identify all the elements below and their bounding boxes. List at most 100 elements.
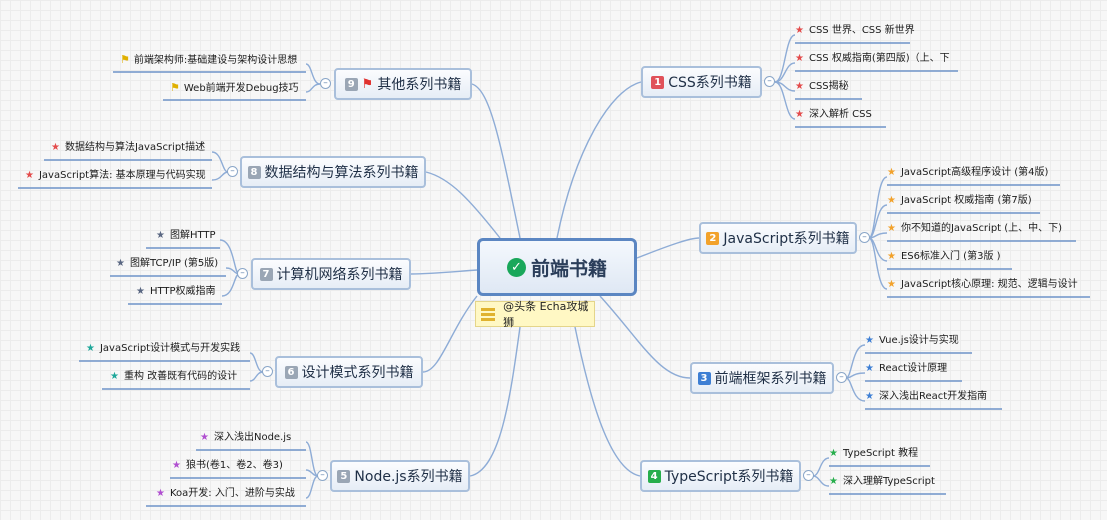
blue-star-icon: ★ [865, 363, 874, 374]
leaf-label: 你不知道的JavaScript (上、中、下) [900, 223, 1063, 234]
branch-network-books[interactable]: 7 计算机网络系列书籍 [251, 258, 411, 290]
leaf-network-2[interactable]: ★ 图解TCP/IP (第5版) [116, 256, 218, 272]
leaf-framework-3[interactable]: ★深入浅出React开发指南 [865, 389, 987, 405]
leaf-javascript-1[interactable]: ★ JavaScript高级程序设计 (第4版) [887, 165, 1048, 181]
orange-star-icon: ★ [887, 167, 896, 178]
leaf-label: 数据结构与算法JavaScript描述 [64, 142, 206, 153]
leaf-label: Koa开发: 入门、进阶与实战 [169, 488, 295, 499]
red-star-icon: ★ [795, 25, 804, 36]
leaf-javascript-5[interactable]: ★ JavaScript核心原理: 规范、逻辑与设计 [887, 277, 1078, 293]
leaf-label: 重构 改善既有代码的设计 [123, 371, 238, 382]
leaf-label: 深入解析 CSS [808, 109, 872, 120]
teal-star-icon: ★ [110, 371, 119, 382]
slate-star-icon: ★ [116, 258, 125, 269]
leaf-label: Vue.js设计与实现 [878, 335, 959, 346]
leaf-label: TypeScript 教程 [842, 448, 919, 459]
leaf-label: JavaScript算法: 基本原理与代码实现 [38, 170, 206, 181]
leaf-label: 前端架构师:基础建设与架构设计思想 [133, 55, 298, 66]
priority-7-icon: 7 [259, 267, 273, 281]
leaf-javascript-4[interactable]: ★ ES6标准入门 (第3版 ) [887, 249, 1001, 265]
leaf-label: CSS 权威指南(第四版)（上、下 [808, 53, 950, 64]
leaf-framework-1[interactable]: ★Vue.js设计与实现 [865, 333, 959, 349]
leaf-label: JavaScript核心原理: 规范、逻辑与设计 [900, 279, 1078, 290]
red-flag-icon: ⚑ [361, 76, 374, 92]
leaf-design-pattern-2[interactable]: ★ 重构 改善既有代码的设计 [110, 369, 237, 385]
leaf-design-pattern-1[interactable]: ★JavaScript设计模式与开发实践 [86, 341, 240, 357]
orange-star-icon: ★ [887, 251, 896, 262]
leaf-algorithm-1[interactable]: ★ 数据结构与算法JavaScript描述 [51, 140, 205, 156]
red-star-icon: ★ [795, 109, 804, 120]
leaf-css-1[interactable]: ★CSS 世界、CSS 新世界 [795, 23, 915, 39]
check-circle-icon: ✓ [506, 257, 526, 277]
collapse-toggle-typescript[interactable]: – [803, 470, 814, 481]
central-topic[interactable]: ✓ 前端书籍 [477, 238, 637, 296]
priority-9-icon: 9 [344, 77, 358, 91]
slate-star-icon: ★ [156, 230, 165, 241]
collapse-toggle-network[interactable]: – [237, 268, 248, 279]
orange-star-icon: ★ [887, 223, 896, 234]
branch-typescript-books[interactable]: 4 TypeScript系列书籍 [640, 460, 801, 492]
leaf-label: 深入理解TypeScript [842, 476, 935, 487]
leaf-network-1[interactable]: ★ 图解HTTP [156, 228, 216, 244]
leaf-label: JavaScript 权威指南 (第7版) [900, 195, 1032, 206]
collapse-toggle-framework[interactable]: – [836, 372, 847, 383]
branch-nodejs-books[interactable]: 5 Node.js系列书籍 [330, 460, 470, 492]
collapse-toggle-design-pattern[interactable]: – [262, 366, 273, 377]
slate-star-icon: ★ [136, 286, 145, 297]
leaf-nodejs-2[interactable]: ★ 狼书(卷1、卷2、卷3) [172, 458, 283, 474]
branch-other-books[interactable]: 9 ⚑ 其他系列书籍 [334, 68, 472, 100]
central-topic-label: 前端书籍 [530, 257, 607, 280]
priority-8-icon: 8 [247, 165, 261, 179]
collapse-toggle-nodejs[interactable]: – [317, 470, 328, 481]
leaf-label: 狼书(卷1、卷2、卷3) [185, 460, 283, 471]
leaf-label: CSS揭秘 [808, 81, 849, 92]
yellow-flag-icon: ⚑ [170, 81, 180, 94]
leaf-other-2[interactable]: ⚑Web前端开发Debug技巧 [170, 80, 299, 96]
priority-2-icon: 2 [706, 231, 720, 245]
purple-star-icon: ★ [156, 488, 165, 499]
priority-3-icon: 3 [697, 371, 711, 385]
red-star-icon: ★ [795, 53, 804, 64]
branch-algorithm-books-label: 数据结构与算法系列书籍 [264, 165, 419, 181]
branch-algorithm-books[interactable]: 8 数据结构与算法系列书籍 [240, 156, 426, 188]
leaf-other-1[interactable]: ⚑前端架构师:基础建设与架构设计思想 [120, 52, 297, 68]
orange-star-icon: ★ [887, 279, 896, 290]
leaf-css-2[interactable]: ★ CSS 权威指南(第四版)（上、下 [795, 51, 950, 67]
branch-css-books[interactable]: 1 CSS系列书籍 [641, 66, 762, 98]
collapse-toggle-other[interactable]: – [320, 78, 331, 89]
branch-other-books-label: 其他系列书籍 [377, 77, 462, 93]
red-star-icon: ★ [51, 142, 60, 153]
leaf-typescript-2[interactable]: ★深入理解TypeScript [829, 474, 935, 490]
branch-framework-books[interactable]: 3 前端框架系列书籍 [690, 362, 834, 394]
leaf-label: 图解HTTP [169, 230, 216, 241]
collapse-toggle-algorithm[interactable]: – [227, 166, 238, 177]
leaf-typescript-1[interactable]: ★ TypeScript 教程 [829, 446, 918, 462]
leaf-css-4[interactable]: ★ 深入解析 CSS [795, 107, 872, 123]
leaf-css-3[interactable]: ★ CSS揭秘 [795, 79, 849, 95]
branch-design-pattern-books[interactable]: 6 设计模式系列书籍 [275, 356, 423, 388]
branch-javascript-books-label: JavaScript系列书籍 [723, 231, 850, 247]
leaf-label: Web前端开发Debug技巧 [183, 83, 299, 94]
branch-nodejs-books-label: Node.js系列书籍 [354, 469, 463, 485]
branch-framework-books-label: 前端框架系列书籍 [714, 371, 827, 387]
leaf-label: ES6标准入门 (第3版 ) [900, 251, 1001, 262]
author-note[interactable]: @头条 Echa攻城狮 [475, 300, 595, 329]
priority-6-icon: 6 [284, 365, 298, 379]
leaf-framework-2[interactable]: ★React设计原理 [865, 361, 947, 377]
purple-star-icon: ★ [172, 460, 181, 471]
leaf-algorithm-2[interactable]: ★JavaScript算法: 基本原理与代码实现 [25, 168, 206, 184]
leaf-javascript-2[interactable]: ★JavaScript 权威指南 (第7版) [887, 193, 1032, 209]
leaf-javascript-3[interactable]: ★ 你不知道的JavaScript (上、中、下) [887, 221, 1062, 237]
leaf-label: JavaScript高级程序设计 (第4版) [900, 167, 1049, 178]
red-star-icon: ★ [795, 81, 804, 92]
leaf-nodejs-3[interactable]: ★ Koa开发: 入门、进阶与实战 [156, 486, 295, 502]
collapse-toggle-css[interactable]: – [764, 76, 775, 87]
leaf-label: 图解TCP/IP (第5版) [129, 258, 219, 269]
collapse-toggle-javascript[interactable]: – [859, 232, 870, 243]
branch-javascript-books[interactable]: 2 JavaScript系列书籍 [699, 222, 857, 254]
green-star-icon: ★ [829, 448, 838, 459]
branch-network-books-label: 计算机网络系列书籍 [276, 267, 403, 283]
leaf-network-3[interactable]: ★HTTP权威指南 [136, 284, 216, 300]
leaf-nodejs-1[interactable]: ★深入浅出Node.js [200, 430, 291, 446]
